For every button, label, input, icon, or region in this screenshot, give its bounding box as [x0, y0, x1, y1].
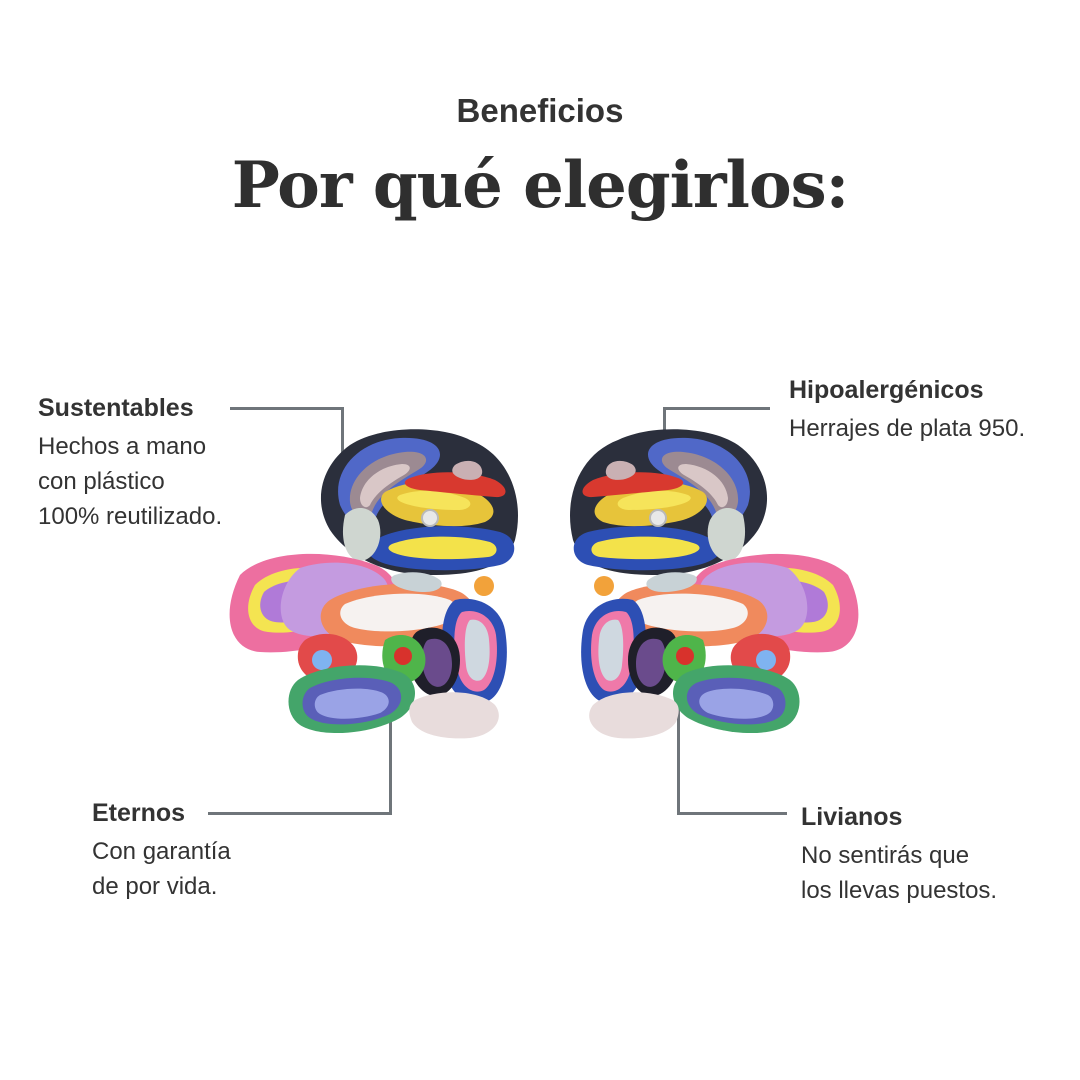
connector-eternos-v — [389, 700, 392, 815]
page-title: Por qué elegirlos: — [231, 148, 850, 223]
connector-sustentables-h — [230, 407, 343, 410]
benefit-hipoalergenicos-line1: Herrajes de plata 950. — [789, 415, 1026, 442]
benefit-sustentables-title: Sustentables — [38, 394, 194, 422]
connector-hipoalergenicos-h — [663, 407, 770, 410]
benefit-sustentables: Sustentables Hechos a mano con plástico … — [38, 394, 222, 534]
right-earring — [569, 428, 860, 740]
benefit-eternos-line1: Con garantía — [92, 838, 231, 865]
benefit-eternos-title: Eternos — [92, 799, 186, 827]
benefit-hipoalergenicos-title: Hipoalergénicos — [789, 376, 984, 404]
benefit-livianos-line2: los llevas puestos. — [801, 877, 998, 904]
benefit-eternos-line2: de por vida. — [92, 873, 218, 900]
benefit-sustentables-line3: 100% reutilizado. — [38, 503, 223, 530]
connector-sustentables-v — [341, 407, 344, 475]
benefit-hipoalergenicos: Hipoalergénicos Herrajes de plata 950. — [789, 376, 1025, 446]
connector-livianos-h — [677, 812, 787, 815]
benefit-livianos-line1: No sentirás que — [801, 842, 970, 869]
benefit-sustentables-line2: con plástico — [38, 468, 165, 495]
benefit-livianos-title: Livianos — [801, 803, 903, 831]
benefit-eternos: Eternos Con garantía de por vida. — [92, 799, 231, 904]
connector-livianos-v — [677, 680, 680, 815]
benefit-sustentables-line1: Hechos a mano — [38, 433, 207, 460]
connector-eternos-h — [208, 812, 392, 815]
section-eyebrow: Beneficios — [456, 92, 624, 129]
left-earring — [228, 428, 519, 740]
benefit-livianos: Livianos No sentirás que los llevas pues… — [801, 803, 997, 908]
connector-hipoalergenicos-v — [663, 407, 666, 437]
